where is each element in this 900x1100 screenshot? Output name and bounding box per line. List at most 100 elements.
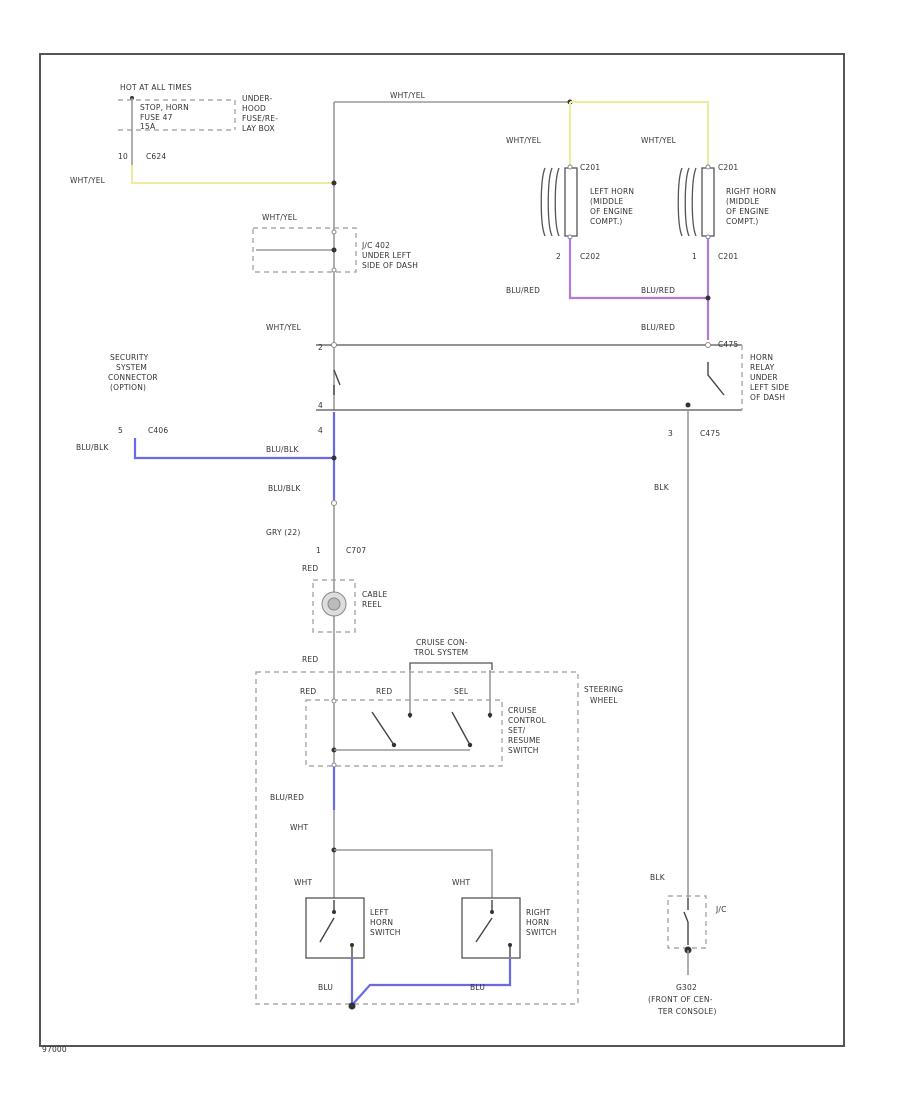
svg-text:RED: RED bbox=[302, 655, 318, 664]
svg-text:HORN: HORN bbox=[750, 353, 773, 362]
svg-text:BLU/RED: BLU/RED bbox=[506, 286, 540, 295]
svg-text:2: 2 bbox=[556, 252, 561, 261]
svg-text:FUSE 47: FUSE 47 bbox=[140, 113, 173, 122]
svg-text:COMPT.): COMPT.) bbox=[726, 217, 759, 226]
svg-text:RED: RED bbox=[376, 687, 392, 696]
svg-text:C406: C406 bbox=[148, 426, 168, 435]
svg-text:OF ENGINE: OF ENGINE bbox=[726, 207, 769, 216]
svg-text:RIGHT: RIGHT bbox=[526, 908, 551, 917]
svg-text:CRUISE CON-: CRUISE CON- bbox=[416, 638, 468, 647]
svg-text:LEFT SIDE: LEFT SIDE bbox=[750, 383, 789, 392]
svg-text:C201: C201 bbox=[580, 163, 600, 172]
svg-text:STOP, HORN: STOP, HORN bbox=[140, 103, 189, 112]
svg-text:CONTROL: CONTROL bbox=[508, 716, 547, 725]
svg-text:WHT: WHT bbox=[290, 823, 308, 832]
svg-text:REEL: REEL bbox=[362, 600, 382, 609]
svg-text:OF ENGINE: OF ENGINE bbox=[590, 207, 633, 216]
svg-text:2: 2 bbox=[318, 343, 323, 352]
steering-wheel-box bbox=[255, 671, 579, 1005]
svg-text:10: 10 bbox=[118, 152, 128, 161]
svg-text:BLU/BLK: BLU/BLK bbox=[266, 445, 299, 454]
svg-text:C707: C707 bbox=[346, 546, 366, 555]
fuse-hot-label: HOT AT ALL TIMES bbox=[120, 83, 192, 92]
svg-text:WHT/YEL: WHT/YEL bbox=[390, 91, 426, 100]
svg-text:C624: C624 bbox=[146, 152, 166, 161]
svg-text:LEFT: LEFT bbox=[370, 908, 389, 917]
svg-text:COMPT.): COMPT.) bbox=[590, 217, 623, 226]
svg-text:C475: C475 bbox=[700, 429, 720, 438]
svg-text:SWITCH: SWITCH bbox=[508, 746, 539, 755]
svg-text:BLU/RED: BLU/RED bbox=[641, 323, 675, 332]
wire-horn-switch-ground bbox=[350, 958, 512, 1006]
svg-text:G302: G302 bbox=[676, 983, 697, 992]
svg-text:OF DASH: OF DASH bbox=[750, 393, 785, 402]
svg-text:BLU: BLU bbox=[318, 983, 333, 992]
svg-text:C202: C202 bbox=[580, 252, 600, 261]
svg-text:BLU: BLU bbox=[470, 983, 485, 992]
wire-fuse-feed bbox=[131, 165, 334, 184]
security-connector: SECURITY SYSTEM CONNECTOR (OPTION) 5 C40… bbox=[76, 353, 168, 452]
svg-text:(MIDDLE: (MIDDLE bbox=[726, 197, 760, 206]
cruise-set-resume-switch: RED RED SEL CRUISE CONTROL SET/ RESUME S… bbox=[300, 687, 547, 768]
fuse-box: HOT AT ALL TIMES STOP, HORN FUSE 47 15A … bbox=[70, 83, 278, 185]
svg-text:SET/: SET/ bbox=[508, 726, 526, 735]
horn-relay: WHT/YEL 2 4 C475 HORN RELAY UNDER LEFT S… bbox=[266, 323, 789, 438]
svg-text:(OPTION): (OPTION) bbox=[110, 383, 146, 392]
svg-text:WHT: WHT bbox=[452, 878, 470, 887]
svg-text:WHT/YEL: WHT/YEL bbox=[262, 213, 298, 222]
svg-text:RIGHT HORN: RIGHT HORN bbox=[726, 187, 776, 196]
svg-text:SYSTEM: SYSTEM bbox=[116, 363, 147, 372]
svg-text:STEERING: STEERING bbox=[584, 685, 623, 694]
figure-id: 97000 bbox=[42, 1045, 67, 1054]
svg-text:CRUISE: CRUISE bbox=[508, 706, 537, 715]
svg-text:HORN: HORN bbox=[370, 918, 393, 927]
jc-402: WHT/YEL J/C 402 UNDER LEFT SIDE OF DASH bbox=[252, 213, 418, 273]
svg-text:BLK: BLK bbox=[654, 483, 670, 492]
svg-text:RED: RED bbox=[302, 564, 318, 573]
svg-text:SIDE OF DASH: SIDE OF DASH bbox=[362, 261, 418, 270]
svg-text:TER CONSOLE): TER CONSOLE) bbox=[657, 1007, 717, 1016]
left-horn: C201 LEFT HORN (MIDDLE OF ENGINE COMPT.)… bbox=[540, 163, 634, 261]
svg-text:LAY BOX: LAY BOX bbox=[242, 124, 275, 133]
svg-text:BLK: BLK bbox=[650, 873, 666, 882]
svg-text:BLU/RED: BLU/RED bbox=[641, 286, 675, 295]
svg-text:RED: RED bbox=[300, 687, 316, 696]
svg-text:UNDER-: UNDER- bbox=[242, 94, 273, 103]
svg-text:C201: C201 bbox=[718, 163, 738, 172]
svg-text:FUSE/RE-: FUSE/RE- bbox=[242, 114, 278, 123]
svg-text:BLU/BLK: BLU/BLK bbox=[76, 443, 109, 452]
svg-text:C475: C475 bbox=[718, 340, 738, 349]
svg-text:3: 3 bbox=[668, 429, 673, 438]
svg-text:WHT/YEL: WHT/YEL bbox=[641, 136, 677, 145]
svg-text:WHT/YEL: WHT/YEL bbox=[506, 136, 542, 145]
svg-text:LEFT HORN: LEFT HORN bbox=[590, 187, 634, 196]
svg-text:4: 4 bbox=[318, 401, 323, 410]
svg-text:HORN: HORN bbox=[526, 918, 549, 927]
svg-text:SECURITY: SECURITY bbox=[110, 353, 149, 362]
svg-text:BLU/RED: BLU/RED bbox=[270, 793, 304, 802]
svg-text:(MIDDLE: (MIDDLE bbox=[590, 197, 624, 206]
svg-text:SWITCH: SWITCH bbox=[370, 928, 401, 937]
svg-text:UNDER LEFT: UNDER LEFT bbox=[362, 251, 411, 260]
svg-text:CABLE: CABLE bbox=[362, 590, 387, 599]
svg-text:WHT: WHT bbox=[294, 878, 312, 887]
svg-text:WHT/YEL: WHT/YEL bbox=[70, 176, 106, 185]
svg-text:SWITCH: SWITCH bbox=[526, 928, 557, 937]
svg-text:GRY (22): GRY (22) bbox=[266, 528, 301, 537]
right-horn: C201 RIGHT HORN (MIDDLE OF ENGINE COMPT.… bbox=[677, 163, 776, 261]
svg-text:5: 5 bbox=[118, 426, 123, 435]
svg-text:C201: C201 bbox=[718, 252, 738, 261]
cruise-control-connector: CRUISE CON- TROL SYSTEM bbox=[409, 638, 493, 715]
svg-text:HOOD: HOOD bbox=[242, 104, 266, 113]
cable-reel: CABLE REEL bbox=[312, 579, 387, 633]
ground-g302: BLK J/C G302 (FRONT OF CEN- TER CONSOLE) bbox=[648, 873, 727, 1016]
svg-text:RESUME: RESUME bbox=[508, 736, 541, 745]
svg-text:BLU/BLK: BLU/BLK bbox=[268, 484, 301, 493]
svg-text:WHEEL: WHEEL bbox=[590, 696, 618, 705]
svg-text:J/C 402: J/C 402 bbox=[361, 241, 390, 250]
svg-text:CONNECTOR: CONNECTOR bbox=[108, 373, 158, 382]
svg-text:1: 1 bbox=[692, 252, 697, 261]
svg-text:J/C: J/C bbox=[715, 905, 727, 914]
wire-horn-feed bbox=[569, 101, 709, 165]
